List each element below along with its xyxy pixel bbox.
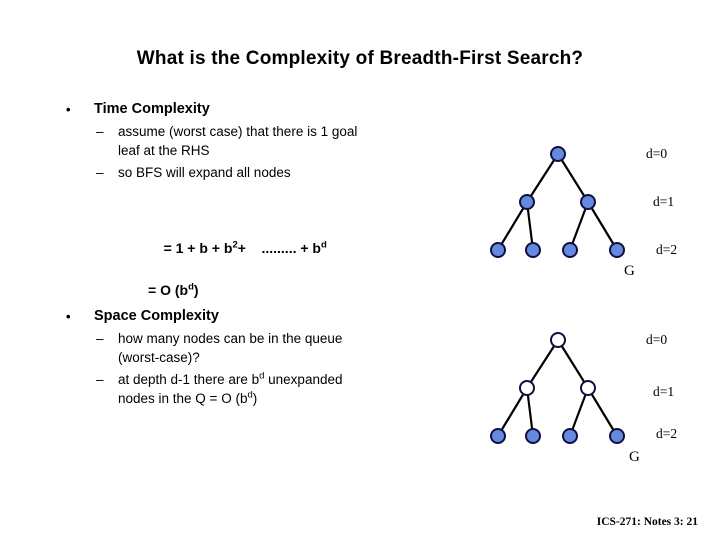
dash-marker-icon: – [96, 165, 104, 180]
edge-left-a [497, 201, 528, 251]
depth-item-line2-post: ) [252, 391, 258, 406]
formula-line2-sup: d [188, 281, 194, 293]
tree-edges [497, 339, 618, 437]
tree-node-leaf-1 [490, 428, 506, 444]
search-tree-space-complexity: d=0 d=1 d=2 G [470, 321, 720, 481]
edge-root-left [526, 339, 559, 389]
space-complexity-item-1-line2: (worst-case)? [118, 350, 200, 365]
tree-node-level1-right [580, 380, 596, 396]
space-complexity-item-2: – at depth d-1 there are bd unexpanded n… [62, 370, 482, 408]
formula-line1-sup1: 2 [232, 239, 238, 251]
depth-item-pre: at depth d-1 there are b [118, 372, 260, 387]
depth-item-line2-pre: nodes in the Q = O (b [118, 391, 248, 406]
formula-line-1: = 1 + b + b2+ ......... + bd [164, 240, 327, 256]
edge-root-right [557, 153, 589, 203]
depth-label-d0: d=0 [646, 332, 668, 347]
tree-node-leaf-2 [525, 242, 541, 258]
time-complexity-item-1-line1: assume (worst case) that there is 1 goal [118, 124, 358, 139]
tree-node-leaf-4-goal [609, 428, 625, 444]
tree-node-root [550, 146, 566, 162]
space-complexity-block: • Space Complexity – how many nodes can … [62, 307, 482, 408]
tree-node-leaf-3 [562, 242, 578, 258]
search-tree-time-svg [490, 146, 625, 258]
edge-right-a [568, 387, 590, 437]
time-complexity-item-1: – assume (worst case) that there is 1 go… [62, 122, 482, 160]
formula-line2-post: ) [193, 282, 199, 298]
dash-marker-icon: – [96, 124, 104, 139]
tree-node-leaf-4-goal [609, 242, 625, 258]
space-complexity-item-1: – how many nodes can be in the queue (wo… [62, 329, 482, 367]
space-complexity-heading-label: Space Complexity [94, 308, 219, 324]
dash-marker-icon: – [96, 331, 104, 346]
time-complexity-heading: • Time Complexity [62, 100, 482, 119]
space-complexity-heading: • Space Complexity [62, 307, 482, 326]
search-tree-space-svg [490, 332, 625, 444]
time-complexity-item-1-line2: leaf at the RHS [118, 143, 210, 158]
formula-line1-pre: = 1 + b + b [163, 240, 233, 256]
tree-node-leaf-1 [490, 242, 506, 258]
tree-node-leaf-2 [525, 428, 541, 444]
depth-label-d0: d=0 [646, 146, 668, 161]
time-complexity-formula: = 1 + b + b2+ ......... + bd = O (bd) [148, 217, 327, 343]
depth-label-d2: d=2 [656, 426, 678, 441]
edge-left-b [525, 387, 535, 437]
tree-nodes [490, 146, 625, 258]
space-complexity-item-2-line1: at depth d-1 there are bd unexpanded [118, 370, 343, 387]
tree-node-level1-left [519, 380, 535, 396]
depth-label-d2: d=2 [656, 242, 678, 257]
space-complexity-item-2-line2: nodes in the Q = O (bd) [118, 389, 482, 408]
depth-item-sup2: d [247, 389, 253, 401]
tree-edges [497, 153, 618, 251]
edge-right-a [568, 201, 590, 251]
formula-line2-pre: = O (b [148, 282, 189, 298]
edge-left-a [497, 387, 528, 437]
page-title: What is the Complexity of Breadth-First … [136, 48, 584, 69]
time-complexity-item-2: – so BFS will expand all nodes [62, 163, 482, 182]
time-complexity-block: • Time Complexity – assume (worst case) … [62, 100, 482, 182]
tree-node-level1-left [519, 194, 535, 210]
dash-marker-icon: – [96, 372, 104, 387]
slide-footer: ICS-271: Notes 3: 21 [596, 516, 698, 528]
bullet-dot-icon: • [66, 309, 71, 324]
space-complexity-item-1-line1: how many nodes can be in the queue [118, 331, 343, 346]
edge-root-left [526, 153, 559, 203]
goal-node-label: G [624, 263, 635, 279]
depth-label-d1: d=1 [653, 384, 675, 399]
tree-node-root [550, 332, 566, 348]
bullet-dot-icon: • [66, 102, 71, 117]
time-complexity-heading-label: Time Complexity [94, 101, 210, 117]
edge-root-right [557, 339, 589, 389]
formula-line1-sup2: d [320, 239, 327, 251]
formula-line-2: = O (bd) [148, 280, 327, 301]
depth-label-d1: d=1 [653, 194, 675, 209]
depth-item-sup1: d [259, 370, 265, 382]
time-complexity-item-2-line1: so BFS will expand all nodes [118, 165, 291, 180]
tree-node-level1-right [580, 194, 596, 210]
tree-nodes [490, 332, 625, 444]
goal-node-label: G [629, 449, 640, 465]
edge-right-b [587, 201, 618, 251]
formula-line1-mid: + ......... + b [237, 240, 321, 256]
depth-item-mid: unexpanded [264, 372, 343, 387]
edge-left-b [525, 201, 535, 251]
edge-right-b [587, 387, 618, 437]
search-tree-time-complexity: d=0 d=1 d=2 G [470, 135, 720, 295]
tree-node-leaf-3 [562, 428, 578, 444]
